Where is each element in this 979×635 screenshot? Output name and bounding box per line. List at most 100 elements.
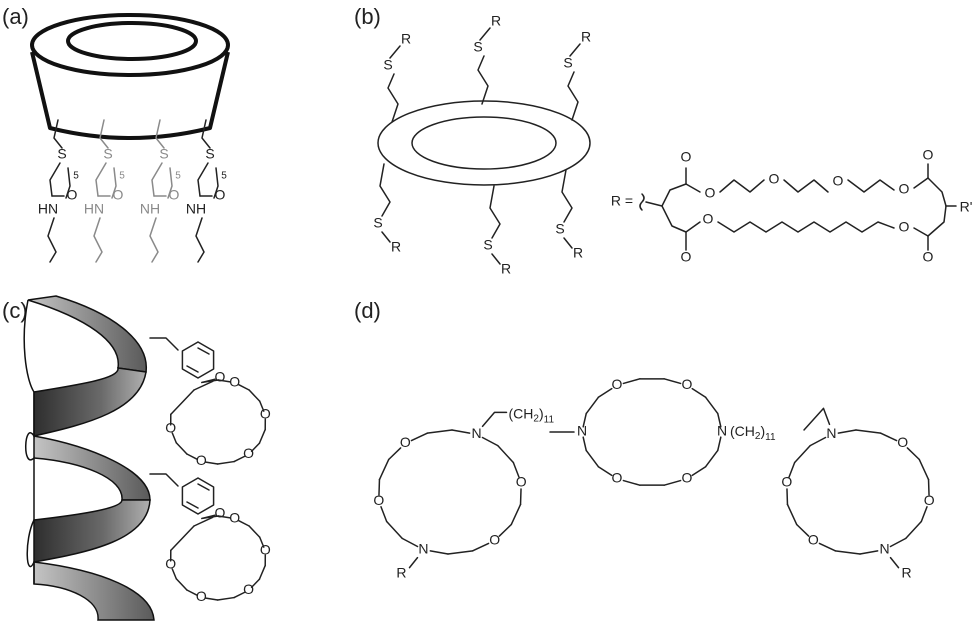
bond [519,488,522,506]
propyl-bond [195,217,205,263]
r-group: R [391,239,401,255]
amide-nh: NH [186,201,206,217]
linker-count: 11 [544,414,555,425]
bond [704,396,719,415]
alkyl-bond [213,167,219,199]
bond [905,520,923,540]
ether-bond [783,179,829,193]
oxygen-atom: O [260,542,271,558]
r-bond [889,556,900,569]
linker-bond [99,119,109,149]
oxygen-atom: O [260,406,271,422]
bond [238,383,250,391]
bond [859,550,879,555]
bond [622,378,641,385]
bond [691,387,707,399]
amide-nh: NH [140,201,160,217]
repeat-count: 5 [175,171,181,182]
linker-ch: (CH [730,423,755,439]
bond [171,568,178,580]
linker-bond [803,407,831,431]
sulfur-atom: S [563,55,572,71]
oxygen-atom: O [899,181,910,197]
oxygen-atom: O [681,149,692,165]
bond [170,525,195,552]
bond [429,550,449,555]
bond [201,379,220,384]
propyl-bond [149,217,159,263]
nitrogen-atom: N [826,425,836,441]
bond [378,458,390,481]
bond [597,387,613,399]
left-linker: (CH2)11 [509,405,555,425]
arm-bond [479,27,491,41]
bond [387,447,402,461]
nitrogen-atom: N [879,540,889,556]
bond [663,378,682,385]
bond [233,455,246,463]
sulfur-atom: S [555,221,564,237]
linker-bond [155,119,165,149]
bond [186,453,198,461]
alkyl-bond [717,221,895,233]
arm-bond [389,45,401,59]
panel-b-label: (b) [354,4,381,29]
linker-subscript: 2 [533,413,539,424]
bond [717,436,722,452]
bond [378,478,381,496]
bond [193,380,214,391]
nitrogen-atom: N [418,540,428,556]
nitrogen-atom: N [577,423,587,439]
arm-up-3: SR [563,29,591,121]
arm-bond [381,231,391,243]
bond [216,596,235,601]
r-group: R [491,13,501,29]
alpha-helix-ribbon [23,295,155,621]
bond [258,428,266,445]
bond [691,465,707,477]
oxygen-atom: O [781,474,792,490]
linker-ch: (CH [509,405,534,421]
bond [704,449,719,468]
alkyl-bond [151,162,163,197]
ester-bond [913,177,929,189]
oxygen-atom: O [923,147,934,163]
arm-bond [491,253,501,265]
bond [717,412,722,428]
bond [512,461,520,478]
bond [258,536,265,548]
sulfur-atom: S [373,215,382,231]
nitrogen-atom: N [717,423,727,439]
bond [217,379,231,383]
bond [510,503,522,526]
sulfur-atom: S [205,146,214,162]
ester-bond [685,221,701,233]
bond [795,523,810,537]
arm-bond [379,163,391,217]
bond [451,429,471,434]
sulfur-atom: S [57,146,66,162]
bond [818,542,837,552]
benzyl-link [149,337,179,351]
bond [380,506,388,523]
bond [216,460,235,465]
benzene-ring [181,341,215,379]
bond [471,542,490,552]
bond [481,436,499,447]
alkyl-bond [95,162,107,197]
r-group: R [401,31,411,47]
bond [855,429,882,434]
sulfur-atom: S [383,57,392,73]
bond [193,516,214,527]
bond [622,479,641,486]
arm-bond [569,43,581,57]
